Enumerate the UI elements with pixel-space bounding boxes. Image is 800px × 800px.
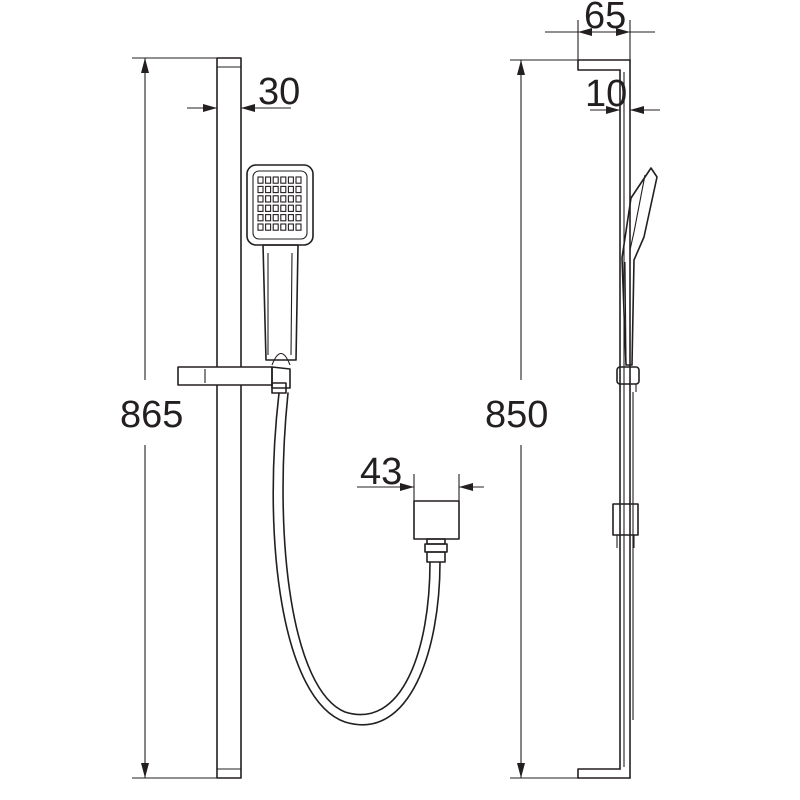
spray-nozzle — [280, 185, 287, 194]
dimension-wall-projection: 65 — [545, 0, 655, 60]
slider-bracket — [177, 366, 292, 394]
spray-nozzle — [280, 214, 287, 222]
spray-nozzle — [295, 223, 302, 231]
spray-nozzle — [257, 195, 264, 203]
spray-nozzle — [265, 176, 272, 184]
spray-nozzle — [280, 195, 287, 203]
spray-nozzle — [280, 176, 287, 184]
spray-nozzle — [257, 204, 264, 212]
spray-nozzle — [287, 176, 294, 184]
dimension-label-865: 865 — [120, 394, 183, 436]
side-wall-clip — [612, 503, 639, 548]
side-rail-profile — [577, 59, 631, 779]
spray-nozzle — [295, 214, 302, 222]
dimension-rail-width: 30 — [187, 71, 300, 113]
spray-nozzle — [287, 214, 294, 222]
spray-nozzle — [265, 204, 272, 212]
spray-nozzle — [265, 195, 272, 203]
spray-nozzle — [257, 214, 264, 222]
spray-nozzle — [272, 214, 279, 222]
side-view: 850 65 10 — [485, 0, 660, 779]
spray-nozzle — [272, 223, 279, 231]
dimension-total-height-front: 865 — [120, 57, 217, 779]
dimension-label-10: 10 — [585, 73, 627, 115]
spray-nozzle — [295, 176, 302, 184]
spray-nozzle — [272, 176, 279, 184]
side-bracket — [616, 366, 640, 392]
spray-nozzle — [287, 204, 294, 212]
spray-nozzle — [257, 185, 264, 194]
dimension-label-850: 850 — [485, 394, 548, 436]
spray-nozzle — [287, 223, 294, 231]
spray-nozzle — [287, 185, 294, 194]
spray-nozzle — [265, 185, 272, 194]
flexible-hose — [272, 392, 441, 726]
front-view: 865 30 43 — [120, 57, 484, 779]
spray-nozzle — [265, 223, 272, 231]
spray-nozzle — [280, 223, 287, 231]
spray-nozzle-grid — [257, 176, 302, 231]
spray-nozzle — [295, 185, 302, 194]
spray-nozzle — [272, 204, 279, 212]
spray-nozzle — [287, 195, 294, 203]
dimension-label-43: 43 — [360, 451, 402, 493]
hand-shower-handle — [262, 244, 299, 361]
spray-nozzle — [272, 195, 279, 203]
spray-nozzle — [257, 223, 264, 231]
dimension-label-30: 30 — [258, 71, 300, 113]
spray-nozzle — [265, 214, 272, 222]
spray-nozzle — [295, 204, 302, 212]
dimension-total-height-side: 850 — [485, 59, 578, 779]
spray-nozzle — [257, 176, 264, 184]
hand-shower-head — [246, 164, 314, 366]
wall-outlet — [413, 500, 460, 563]
spray-nozzle — [295, 195, 302, 203]
spray-nozzle — [272, 185, 279, 194]
dimension-label-65: 65 — [584, 0, 626, 37]
slide-rail — [216, 57, 242, 779]
dimension-rail-depth: 10 — [585, 73, 660, 115]
dimension-outlet-width: 43 — [357, 451, 484, 501]
spray-nozzle — [280, 204, 287, 212]
side-hand-shower — [621, 167, 658, 366]
